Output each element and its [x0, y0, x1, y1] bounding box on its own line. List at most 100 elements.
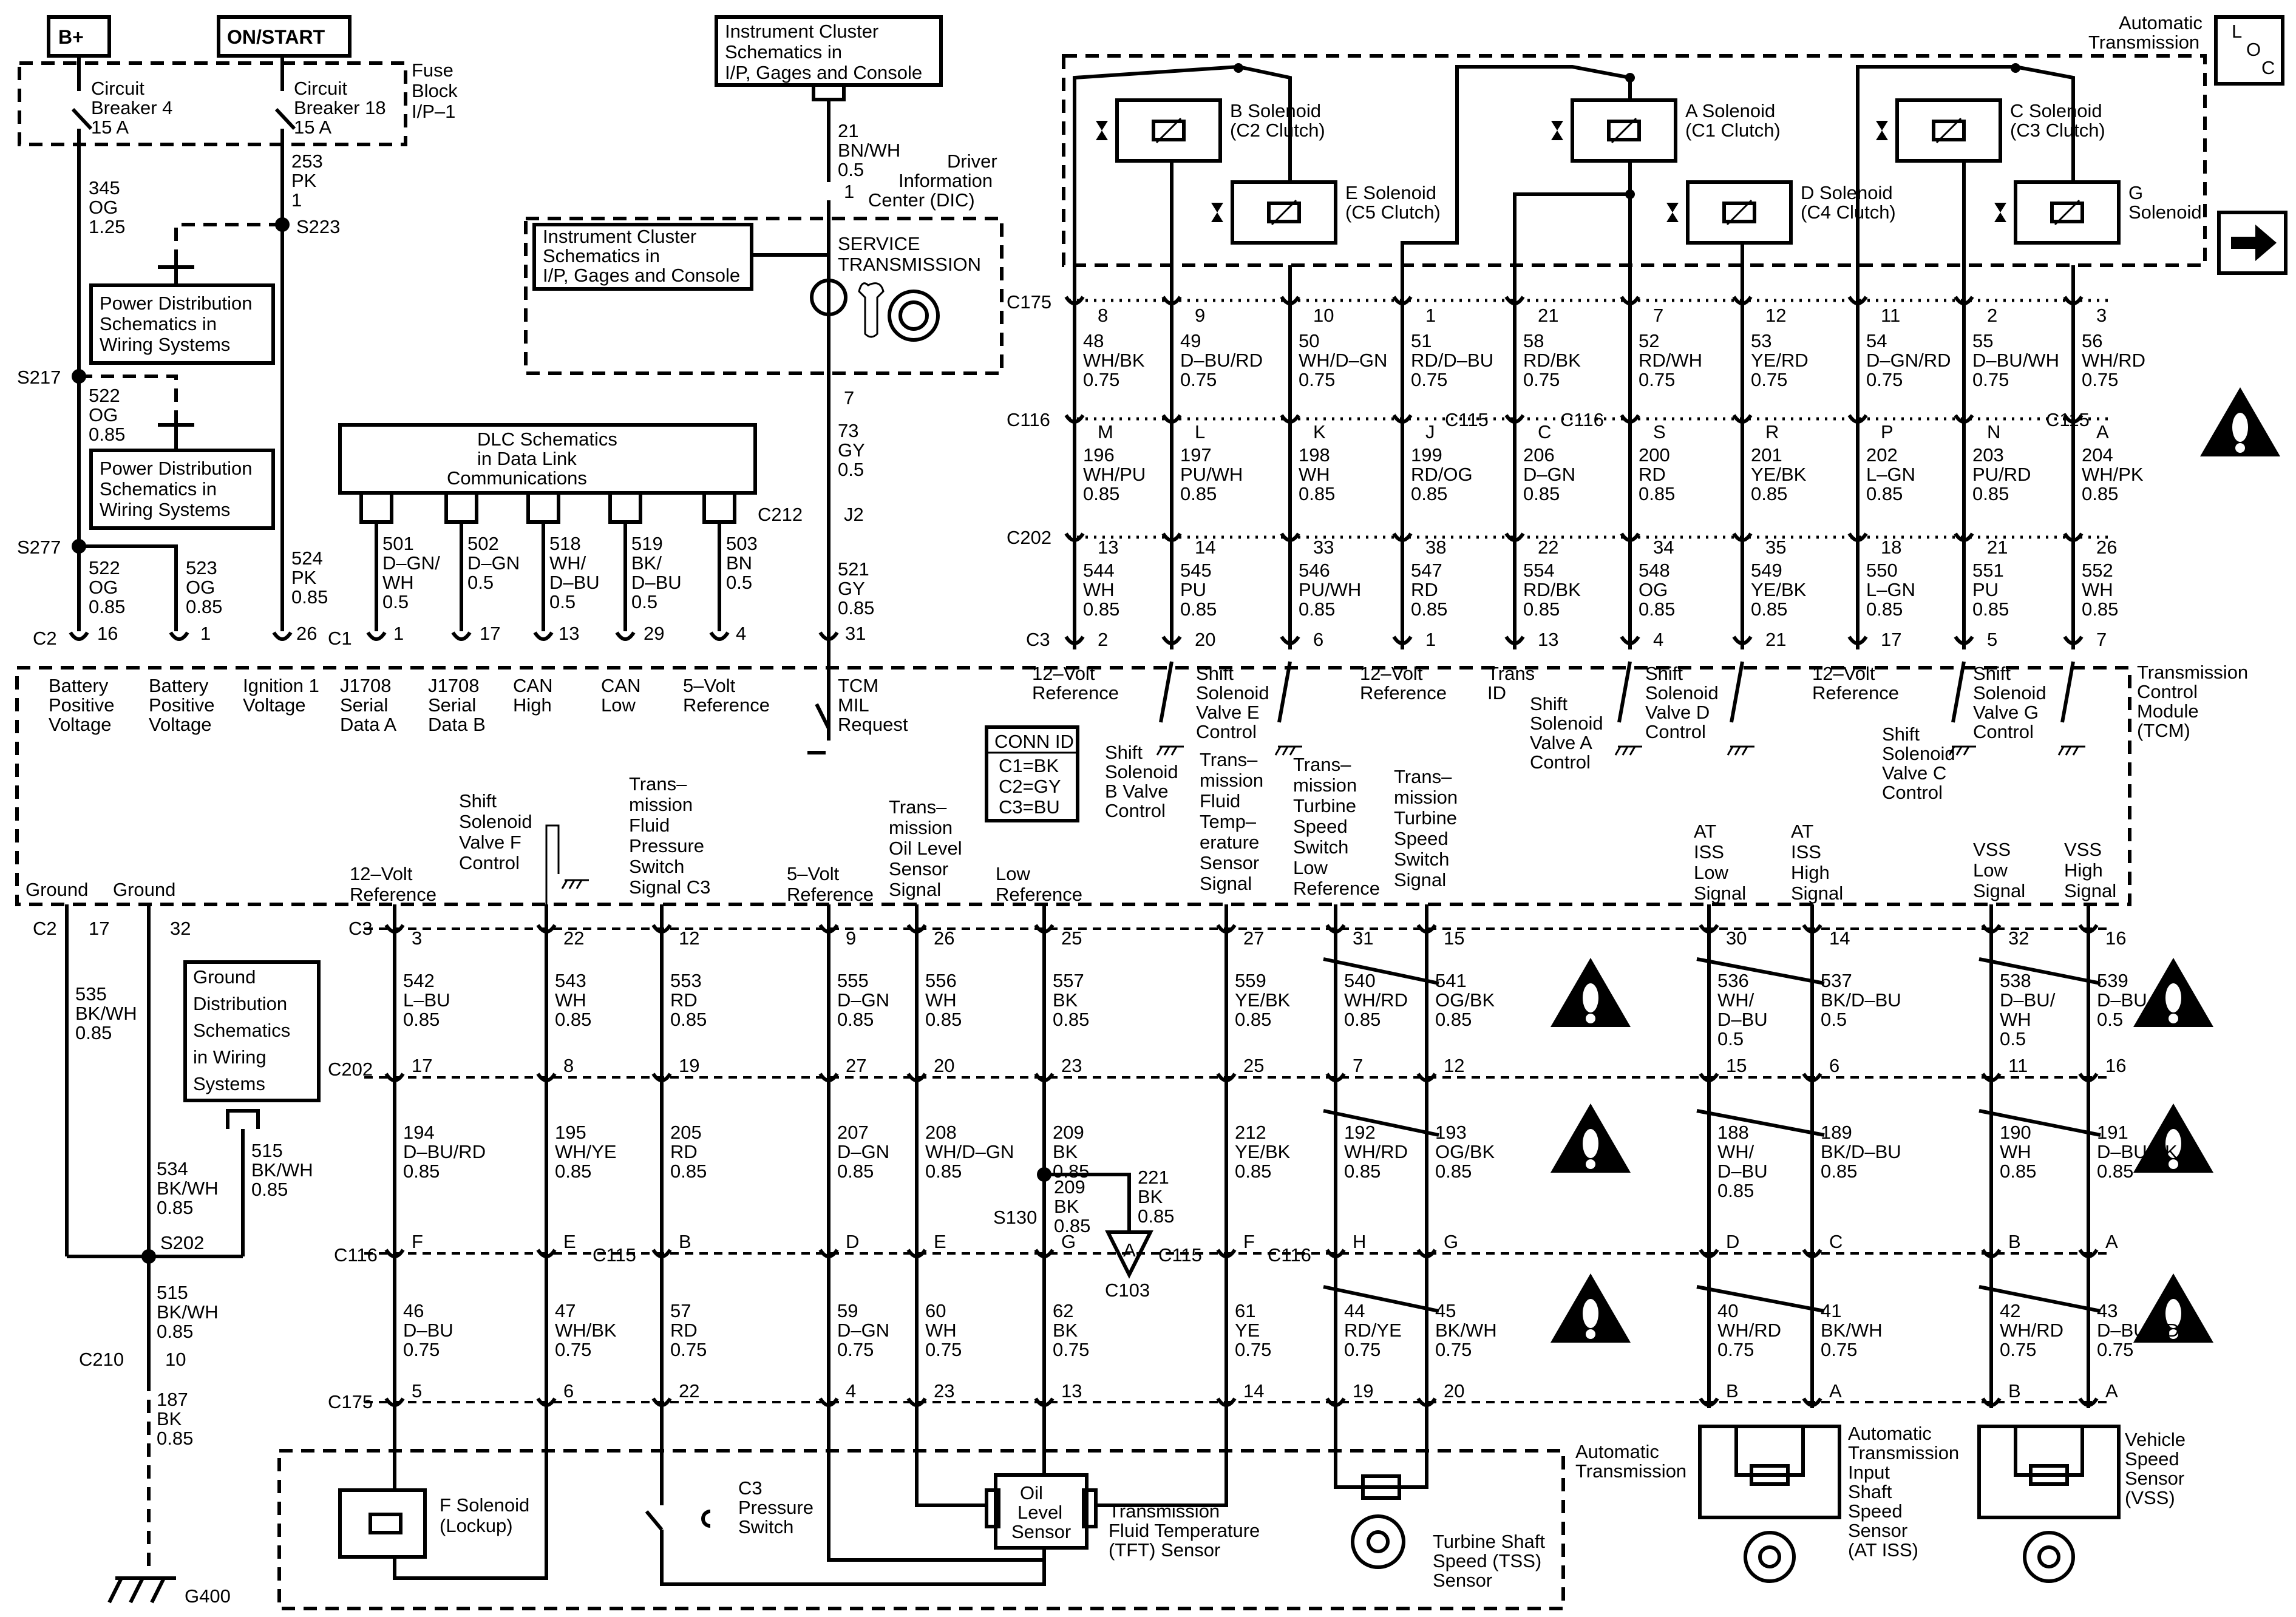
pin-dic-7: 7: [844, 387, 854, 408]
dlc-ref-box[interactable]: [338, 423, 757, 495]
svg-text:0.85: 0.85: [838, 597, 874, 619]
c175-bottom-pin-10: A: [1829, 1380, 1842, 1402]
bottom-wire2-label-9: 188: [1717, 1122, 1749, 1143]
c175-bottom-pin-7: 19: [1353, 1380, 1373, 1402]
c175-pin-1: 9: [1195, 305, 1205, 326]
bottom-wire3-label-2: 0.75: [670, 1339, 707, 1360]
bottom-terminal-11-2: [1981, 1249, 2002, 1258]
solenoid-valve-icon-b: [1096, 121, 1108, 140]
bottom-terminal-10-1: [1802, 1073, 1822, 1082]
bottom-terminal-7-1: [1325, 1073, 1346, 1082]
dic-label: Driver Information Center (DIC): [868, 151, 997, 211]
bottom-wire2-label-4: WH/D–GN: [925, 1141, 1014, 1162]
top-wire2-label-5: 0.85: [1639, 483, 1675, 504]
bottom-wire1-label-12: D–BU: [2097, 989, 2147, 1011]
bottom-wire2-label-8: 0.85: [1435, 1161, 1472, 1182]
wire-524-label: 524 PK 0.85: [291, 547, 328, 608]
c202-bottom-pin-5: 23: [1061, 1055, 1082, 1076]
top-wire3-label-3: RD: [1411, 579, 1438, 600]
svg-text:PK: PK: [291, 567, 317, 588]
top-wire1-label-3: 0.75: [1411, 369, 1447, 390]
tcm-bottom-label-4: Pressure: [629, 835, 704, 856]
loc-icon-o: O: [2246, 39, 2261, 60]
power-distribution-ref-1[interactable]: [89, 283, 275, 365]
bottom-wire3-label-6: 61: [1235, 1300, 1255, 1321]
bottom-wire2-label-6: 212: [1235, 1122, 1266, 1143]
top-wire2-label-7: L–GN: [1866, 464, 1915, 485]
c175-pin-3: 1: [1425, 305, 1436, 326]
tcm-input-label-2: Voltage: [243, 694, 305, 716]
bottom-wire2-label-1: 195: [555, 1122, 586, 1143]
bottom-wire2-label-9: WH/: [1717, 1141, 1754, 1162]
svg-text:Breaker 18: Breaker 18: [294, 97, 386, 118]
power-distribution-ref-2[interactable]: [89, 449, 275, 530]
tcm-input-label-4: J1708: [428, 675, 479, 696]
top-wire2-label-9: 204: [2082, 444, 2113, 466]
bottom-wire1-label-0: 542: [403, 970, 435, 991]
splice-s277: S277: [17, 537, 61, 558]
c175-bottom-pin-6: 14: [1243, 1380, 1264, 1402]
svg-text:CONN ID: CONN ID: [994, 731, 1074, 752]
tcm-input-label-7: Reference: [683, 694, 770, 716]
solenoid-b: [1115, 98, 1222, 163]
bottom-wire2-label-4: 208: [925, 1122, 957, 1143]
tcm-input-label-7: 5–Volt: [683, 675, 736, 696]
tcm-input-label-1: Battery: [149, 675, 209, 696]
connector-c115-bottom-2: C115: [1158, 1244, 1202, 1266]
bottom-wire3-label-7: 0.75: [1344, 1339, 1381, 1360]
bottom-wire3-label-9: WH/RD: [1717, 1320, 1781, 1341]
tcm-driver-ground-icon-3: [1727, 745, 1754, 756]
bottom-wire3-label-8: 0.75: [1435, 1339, 1472, 1360]
c116-bottom-pin-6: F: [1243, 1231, 1255, 1252]
svg-text:OG: OG: [89, 404, 118, 425]
bottom-wire2-label-7: WH/RD: [1344, 1141, 1408, 1162]
bottom-terminal-1-2: [536, 1249, 557, 1258]
instrument-cluster-ref-top[interactable]: [715, 15, 943, 87]
tcm-driver-0: [1159, 661, 1173, 723]
automatic-transmission-bottom-box: [277, 1449, 1565, 1610]
svg-text:0.85: 0.85: [75, 1022, 112, 1043]
connector-c2-top: C2: [33, 628, 57, 649]
svg-text:Shaft: Shaft: [1848, 1481, 1892, 1502]
top-wire1-label-5: 0.75: [1639, 369, 1675, 390]
connector-c116-bottom: C116: [334, 1244, 378, 1266]
svg-text:BK: BK: [157, 1408, 182, 1429]
svg-text:Driver: Driver: [947, 151, 997, 172]
loc-icon-c: C: [2261, 57, 2275, 78]
svg-text:Schematics: Schematics: [193, 1020, 290, 1041]
svg-text:0.85: 0.85: [157, 1321, 193, 1342]
svg-text:(TFT) Sensor: (TFT) Sensor: [1109, 1539, 1220, 1561]
svg-text:Automatic: Automatic: [1575, 1441, 1659, 1462]
c116-bottom-pin-11: B: [2008, 1231, 2021, 1252]
c202-pin-3: 38: [1425, 537, 1446, 558]
solenoid-label-g: G: [2128, 182, 2143, 203]
tcm-bottom-label-12: ISS: [1791, 841, 1821, 863]
bottom-terminal-7-3: [1325, 1397, 1346, 1407]
bottom-wire1-label-11: WH: [2000, 1009, 2031, 1030]
twisted-pair-mark-1-0: [1696, 957, 1825, 985]
svg-text:Center (DIC): Center (DIC): [868, 189, 975, 211]
bottom-wire3-label-6: 0.75: [1235, 1339, 1271, 1360]
bottom-terminal-9-2: [1699, 1249, 1719, 1258]
tcm-bottom-label-8: Signal: [1200, 873, 1252, 894]
tcm-output-label-6: Shift: [1645, 663, 1683, 684]
warning-icon-2-mark: [1583, 1129, 1598, 1158]
tcm-bottom-label-13: VSS: [1973, 839, 2011, 860]
c3-bottom-pin-12: 16: [2105, 927, 2126, 949]
c3-bottom-pin-1: 22: [563, 927, 584, 949]
tcm-bottom-label-14: Signal: [2064, 880, 2116, 901]
svg-text:21: 21: [838, 120, 858, 141]
bottom-wire3-label-2: 57: [670, 1300, 691, 1321]
c175-bottom-pin-1: 6: [563, 1380, 574, 1402]
instrument-cluster-ref-top-label: Instrument Cluster Schematics in I/P, Ga…: [725, 21, 922, 83]
top-wire3-label-8: PU: [1972, 579, 1999, 600]
bottom-wire1-label-3: D–GN: [837, 989, 889, 1011]
conn-id-label: CONN ID C1=BK C2=GY C3=BU: [994, 731, 1074, 818]
bottom-wire3-label-1: WH/BK: [555, 1320, 617, 1341]
bottom-terminal-10-2: [1802, 1249, 1822, 1258]
bottom-terminal-3-0: [818, 924, 839, 934]
tcm-bottom-label-8: mission: [1200, 770, 1263, 791]
wire-21-label: 21 BN/WH 0.5: [838, 120, 900, 180]
solenoid-c: [1895, 98, 2002, 163]
ground-distribution-ref[interactable]: [183, 960, 321, 1102]
